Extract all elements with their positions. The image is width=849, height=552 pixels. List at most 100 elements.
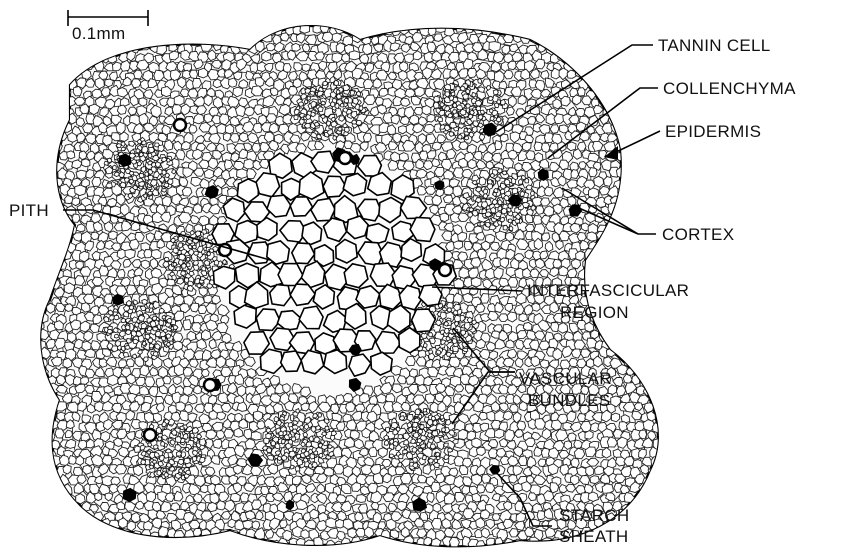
cortex-cell — [617, 243, 627, 252]
bundle-cell — [325, 426, 329, 430]
cortex-cell — [77, 530, 85, 538]
cortex-cell — [46, 485, 56, 494]
scale-bar: 0.1mm — [68, 10, 148, 43]
bundle-cell — [313, 414, 318, 419]
cortex-cell — [348, 528, 357, 538]
cortex-cell — [117, 539, 126, 547]
cortex-cell — [462, 486, 470, 495]
cortex-cell — [643, 243, 654, 252]
bundle-cell — [449, 132, 454, 137]
cortex-cell — [237, 33, 246, 42]
cortex-cell — [126, 32, 137, 43]
cortex-cell — [587, 80, 597, 89]
bundle-cell — [172, 275, 176, 281]
cortex-cell — [52, 33, 63, 42]
bundle-cell — [142, 299, 148, 304]
cortex-cell — [602, 70, 612, 79]
cortex-cell — [634, 207, 643, 216]
cortex-cell — [634, 114, 644, 123]
cortex-cell — [197, 32, 206, 42]
cortex-cell — [68, 531, 76, 540]
cortex-cell — [74, 536, 84, 547]
label-pith: PITH — [9, 201, 49, 220]
cortex-cell — [623, 248, 633, 259]
cortex-cell — [72, 214, 80, 222]
bundle-cell — [356, 120, 362, 125]
cortex-cell — [460, 358, 469, 367]
cortex-cell — [49, 512, 58, 521]
bundle-cell — [177, 451, 182, 456]
cortex-cell — [637, 304, 647, 315]
cortex-cell — [643, 115, 653, 123]
cortex-cell — [654, 170, 663, 181]
cortex-cell — [129, 25, 139, 35]
cortex-cell — [46, 232, 55, 240]
cortex-cell — [469, 34, 478, 43]
bundle-cell — [435, 452, 439, 457]
cortex-cell — [588, 492, 598, 501]
label-interfascicular-line1: INTERFASCICULAR — [527, 281, 689, 300]
cortex-cell — [42, 458, 50, 466]
label-starch-line2: SHEATH — [559, 527, 629, 546]
cortex-cell — [639, 430, 647, 439]
cortex-cell — [458, 232, 467, 241]
vessel-cell — [339, 152, 351, 164]
bundle-cell — [490, 116, 494, 121]
cortex-cell — [519, 117, 529, 127]
cortex-cell — [500, 24, 510, 33]
cortex-cell — [155, 36, 165, 45]
cortex-cell — [646, 186, 654, 195]
cortex-cell — [54, 250, 63, 258]
cortex-cell — [220, 26, 230, 34]
bundle-cell — [500, 189, 505, 194]
cortex-cell — [431, 482, 441, 492]
cortex-cell — [573, 27, 582, 37]
cortex-cell — [653, 423, 661, 433]
cortex-cell — [632, 330, 642, 340]
cortex-cell — [163, 376, 171, 384]
cortex-cell — [251, 432, 261, 441]
cortex-cell — [653, 495, 664, 506]
cortex-cell — [51, 116, 61, 125]
bundle-cell — [396, 427, 400, 431]
cortex-cell — [38, 172, 49, 181]
cortex-cell — [571, 259, 581, 269]
cortex-cell — [169, 51, 178, 60]
cortex-cell — [634, 188, 643, 198]
cortex-cell — [590, 476, 599, 484]
cortex-cell — [180, 32, 191, 43]
cortex-cell — [96, 43, 106, 52]
cortex-cell — [506, 107, 514, 116]
bundle-cell — [277, 420, 282, 425]
cortex-cell — [49, 97, 59, 108]
cortex-cell — [624, 232, 633, 241]
cortex-cell — [653, 206, 665, 216]
cortex-cell — [56, 521, 65, 531]
label-cortex: CORTEX — [662, 225, 734, 244]
cortex-cell — [58, 512, 67, 520]
cortex-cell — [530, 269, 539, 278]
bundle-cell — [136, 149, 140, 154]
cortex-cell — [50, 42, 60, 53]
cortex-cell — [58, 62, 66, 71]
cortex-cell — [191, 34, 202, 44]
cortex-cell — [654, 187, 663, 195]
cortex-cell — [624, 329, 633, 340]
cortex-cell — [80, 104, 89, 114]
cortex-cell — [625, 80, 634, 89]
cortex-cell — [192, 420, 202, 428]
cortex-cell — [477, 485, 486, 493]
cortex-cell — [167, 25, 176, 35]
cortex-cell — [76, 224, 85, 232]
cortex-cell — [104, 528, 114, 537]
cortex-cell — [333, 447, 342, 458]
cortex-cell — [565, 23, 573, 33]
bundle-cell — [277, 456, 281, 461]
cortex-cell — [72, 198, 80, 206]
cortex-cell — [38, 106, 48, 115]
cortex-cell — [629, 251, 639, 261]
cortex-cell — [54, 124, 63, 135]
vessel-cell — [439, 264, 451, 276]
cortex-cell — [35, 54, 46, 64]
cortex-cell — [208, 538, 218, 547]
